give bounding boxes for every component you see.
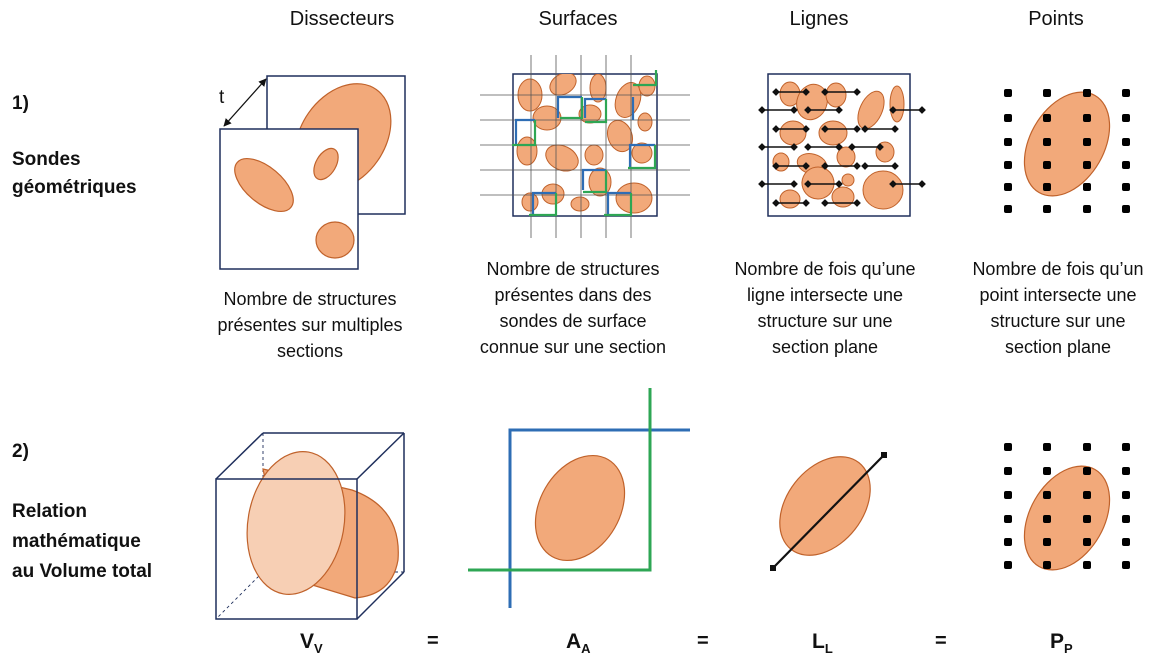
structure [234, 158, 294, 212]
header-surfaces: Surfaces [538, 8, 618, 30]
formula-equals-1: = [427, 630, 439, 652]
thickness-arrow [223, 78, 267, 127]
caption-line: point intersecte une [979, 285, 1137, 305]
row1-label-line2: géométriques [12, 177, 137, 198]
inclusion-edges [508, 428, 690, 608]
formula-equals-3: = [935, 630, 947, 652]
header-lignes: Lignes [789, 8, 849, 30]
caption-line: présentes sur multiples [217, 315, 403, 335]
cylinder [246, 451, 399, 599]
structure [1023, 91, 1111, 197]
line-end [881, 452, 887, 458]
row1-number: 1) [12, 93, 29, 114]
formula-equals-2: = [697, 630, 709, 652]
line-end [770, 565, 776, 571]
area-fraction [468, 388, 690, 608]
formula-ll: LL [812, 630, 833, 656]
caption-surfaces: Nombre de structures présentes dans des … [448, 256, 698, 360]
caption-lignes: Nombre de fois qu’une ligne intersecte u… [705, 256, 945, 360]
vv-main: V [300, 630, 315, 653]
thickness-label: t [219, 87, 225, 108]
caption-line: Nombre de structures [223, 289, 397, 309]
caption-line: Nombre de structures [486, 259, 660, 279]
counting-frames [512, 70, 658, 217]
exclusion-edges [468, 388, 652, 572]
caption-line: Nombre de fois qu’un [972, 259, 1144, 279]
formula-pp: PP [1050, 630, 1073, 656]
test-line [772, 454, 885, 569]
test-lines [758, 88, 926, 207]
structures [516, 74, 656, 214]
line-fraction [770, 452, 887, 571]
caption-line: connue sur une section [479, 337, 667, 357]
row1-label-line1: Sondes [12, 149, 81, 170]
caption-line: présentes dans des [494, 285, 652, 305]
point-probe [1004, 89, 1130, 213]
formula-vv: VV [300, 630, 323, 656]
aa-sub: A [581, 641, 591, 657]
structure [534, 454, 626, 562]
caption-line: structure sur une [990, 311, 1126, 331]
point-grid [1004, 443, 1130, 569]
ll-main: L [812, 630, 825, 653]
pp-main: P [1050, 630, 1065, 653]
formula-aa: AA [566, 630, 591, 656]
dissector-probe: t [219, 75, 406, 270]
row2-label-line1: Relation [12, 501, 87, 522]
line-probe [758, 73, 926, 217]
pp-sub: P [1064, 641, 1073, 657]
caption-line: sondes de surface [499, 311, 647, 331]
structure [313, 147, 339, 181]
surface-probe [480, 55, 690, 238]
caption-line: Nombre de fois qu’une [734, 259, 916, 279]
structure [315, 221, 355, 259]
caption-line: ligne intersecte une [746, 285, 904, 305]
caption-line: sections [276, 341, 344, 361]
caption-line: section plane [771, 337, 879, 357]
vv-sub: V [314, 641, 323, 657]
ll-sub: L [824, 641, 833, 657]
caption-dissecteurs: Nombre de structures présentes sur multi… [190, 286, 430, 364]
header-points: Points [1028, 8, 1084, 30]
aa-main: A [566, 630, 582, 653]
point-fraction [1004, 443, 1130, 571]
header-dissecteurs: Dissecteurs [289, 8, 395, 30]
structure [779, 456, 871, 556]
row2-label-line3: au Volume total [12, 561, 153, 582]
structure [1023, 465, 1111, 571]
point-grid [1004, 89, 1130, 213]
cube-edges [215, 432, 405, 620]
caption-line: section plane [1004, 337, 1112, 357]
caption-line: structure sur une [757, 311, 893, 331]
caption-points: Nombre de fois qu’un point intersecte un… [948, 256, 1168, 360]
row2-number: 2) [12, 441, 29, 462]
row2-label-line2: mathématique [12, 531, 141, 552]
cube-volume [215, 432, 405, 620]
